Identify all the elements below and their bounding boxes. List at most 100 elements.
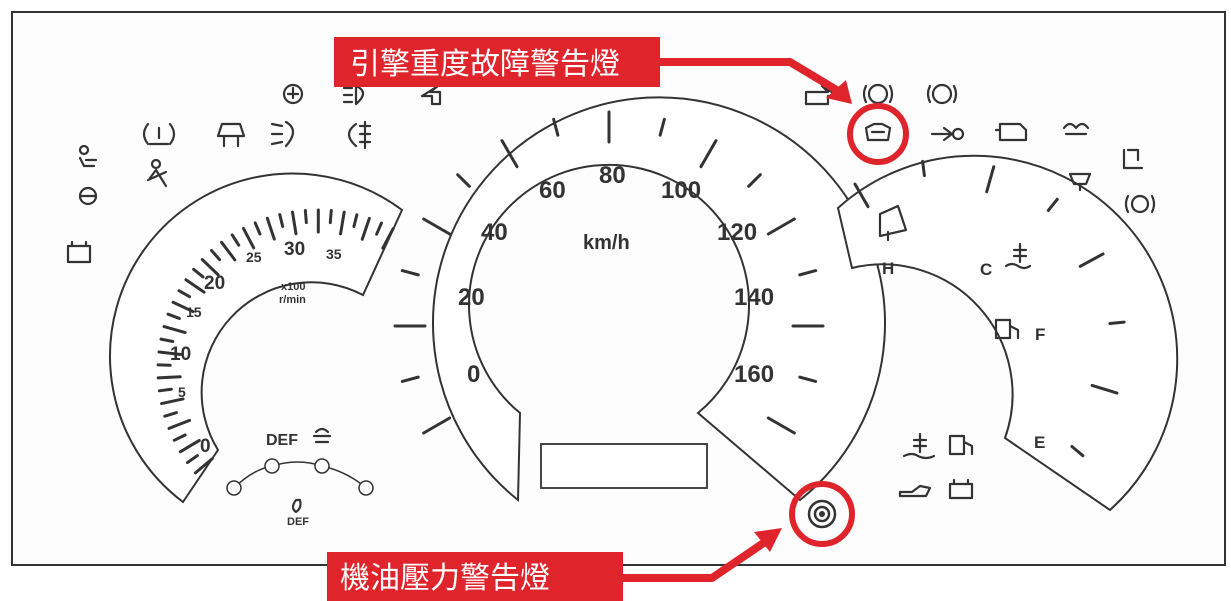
tach-num-10: 10 bbox=[170, 344, 191, 365]
gauge-tick bbox=[375, 221, 383, 236]
gauge-tick bbox=[360, 216, 371, 241]
fuel-empty-label: E bbox=[1034, 433, 1045, 452]
fuel-full-label: F bbox=[1035, 325, 1045, 344]
gauge-tick bbox=[230, 233, 241, 247]
gauge-tick bbox=[157, 350, 183, 356]
gauge-tick bbox=[186, 454, 199, 465]
gauge-tick bbox=[1078, 252, 1105, 268]
gauge-tick bbox=[290, 210, 298, 236]
temp-cold-label: C bbox=[980, 260, 992, 279]
speed-num-60: 60 bbox=[539, 177, 566, 204]
speed-num-80: 80 bbox=[599, 162, 626, 189]
gauge-tick bbox=[160, 397, 185, 406]
gauge-tick bbox=[166, 312, 181, 320]
gauge-tick bbox=[500, 139, 519, 169]
gauge-tick bbox=[456, 173, 471, 188]
tire-pressure-icon bbox=[142, 122, 176, 146]
glow-plug-icon bbox=[1062, 122, 1090, 136]
def-level-dots bbox=[226, 458, 374, 496]
gauge-tick bbox=[192, 267, 205, 279]
parking-brake-icon bbox=[1124, 194, 1156, 214]
speed-num-120: 120 bbox=[717, 219, 757, 246]
gauge-tick bbox=[985, 165, 996, 194]
speed-num-100: 100 bbox=[661, 177, 701, 204]
gauge-tick bbox=[658, 117, 666, 137]
gauge-tick bbox=[184, 278, 206, 294]
engine-fault-arrow bbox=[660, 58, 843, 96]
gauge-tick bbox=[172, 433, 187, 442]
speed-num-40: 40 bbox=[481, 219, 508, 246]
engine-fault-highlight-ring bbox=[847, 103, 909, 165]
gauge-tick bbox=[178, 438, 201, 454]
immobilizer-icon bbox=[930, 126, 965, 142]
gauge-tick bbox=[265, 216, 276, 241]
oil-can-icon bbox=[898, 484, 932, 498]
gauge-tick bbox=[1108, 320, 1126, 326]
gauge-tick bbox=[766, 217, 796, 236]
speed-num-160: 160 bbox=[734, 361, 774, 388]
def-bottom-label: DEF bbox=[287, 516, 309, 528]
tachometer: 0 5 10 15 20 25 30 35 x100 r/min DEF DEF bbox=[109, 172, 404, 528]
oil-pressure-label-box bbox=[327, 552, 623, 601]
oil-pressure-callout: 機油壓力警告燈 bbox=[327, 481, 855, 601]
gauge-tick bbox=[699, 139, 718, 169]
tach-unit-x100: x100 bbox=[281, 281, 305, 293]
speed-num-140: 140 bbox=[734, 284, 774, 311]
speed-unit: km/h bbox=[583, 232, 630, 254]
gauge-tick bbox=[171, 300, 195, 314]
gauge-tick bbox=[157, 387, 173, 393]
speed-num-20: 20 bbox=[458, 284, 485, 311]
steering-wheel-icon bbox=[78, 186, 98, 206]
temp-fuel-gauge: H C F E bbox=[836, 154, 1179, 512]
battery-icon bbox=[948, 478, 974, 500]
seat-icon bbox=[1122, 148, 1144, 170]
gauge-tick bbox=[1070, 445, 1085, 458]
gauge-tick bbox=[422, 416, 452, 435]
gauge-tick bbox=[241, 226, 256, 250]
oil-pressure-highlight-ring bbox=[789, 481, 855, 547]
oil-pressure-label: 機油壓力警告燈 bbox=[340, 561, 550, 596]
front-fog-icon bbox=[270, 120, 295, 148]
gauge-tick bbox=[200, 258, 220, 277]
engine-fault-label-box bbox=[334, 37, 660, 87]
def-nozzle-icon bbox=[291, 498, 302, 514]
oil-pressure-arrow bbox=[623, 536, 771, 582]
seat-belt-icon bbox=[78, 144, 98, 168]
engine-fault-callout: 引擎重度故障警告燈 bbox=[334, 37, 909, 165]
def-label: DEF bbox=[266, 432, 298, 449]
speedometer-ticks bbox=[393, 110, 825, 435]
fuel-icon bbox=[948, 434, 974, 456]
tach-num-0: 0 bbox=[200, 436, 211, 457]
gauge-tick bbox=[400, 375, 420, 383]
tach-num-20: 20 bbox=[204, 273, 225, 294]
temp-hot-label: H bbox=[882, 259, 894, 278]
warning-icons bbox=[66, 83, 1156, 529]
water-separator-icon bbox=[1068, 172, 1092, 192]
gauge-tick bbox=[210, 249, 222, 262]
tach-num-15: 15 bbox=[186, 304, 202, 320]
headlight-icon bbox=[342, 84, 365, 106]
gauge-tick bbox=[159, 337, 175, 343]
tach-num-30: 30 bbox=[284, 239, 305, 260]
gauge-tick bbox=[921, 159, 926, 178]
cruise-icon bbox=[282, 83, 304, 105]
gauge-tick bbox=[1090, 383, 1119, 395]
gauge-tick bbox=[798, 269, 818, 277]
gauge-tick bbox=[328, 209, 333, 225]
gauge-tick bbox=[278, 213, 285, 228]
gauge-tick bbox=[381, 227, 395, 250]
gauge-tick bbox=[303, 208, 308, 225]
gauge-tick bbox=[162, 325, 187, 335]
coolant-icon bbox=[902, 432, 936, 460]
gauge-tick bbox=[552, 117, 560, 137]
check-engine-icon bbox=[994, 122, 1028, 142]
seat-belt-warning-icon bbox=[146, 158, 168, 188]
door-open-icon bbox=[216, 122, 246, 148]
left-turn-icon bbox=[420, 84, 442, 106]
engine-fault-icon bbox=[864, 122, 892, 142]
temp-flag-icon bbox=[878, 204, 908, 242]
gauge-tick bbox=[156, 375, 182, 380]
tach-num-35: 35 bbox=[326, 246, 342, 262]
oil-pressure-icon bbox=[807, 499, 837, 529]
